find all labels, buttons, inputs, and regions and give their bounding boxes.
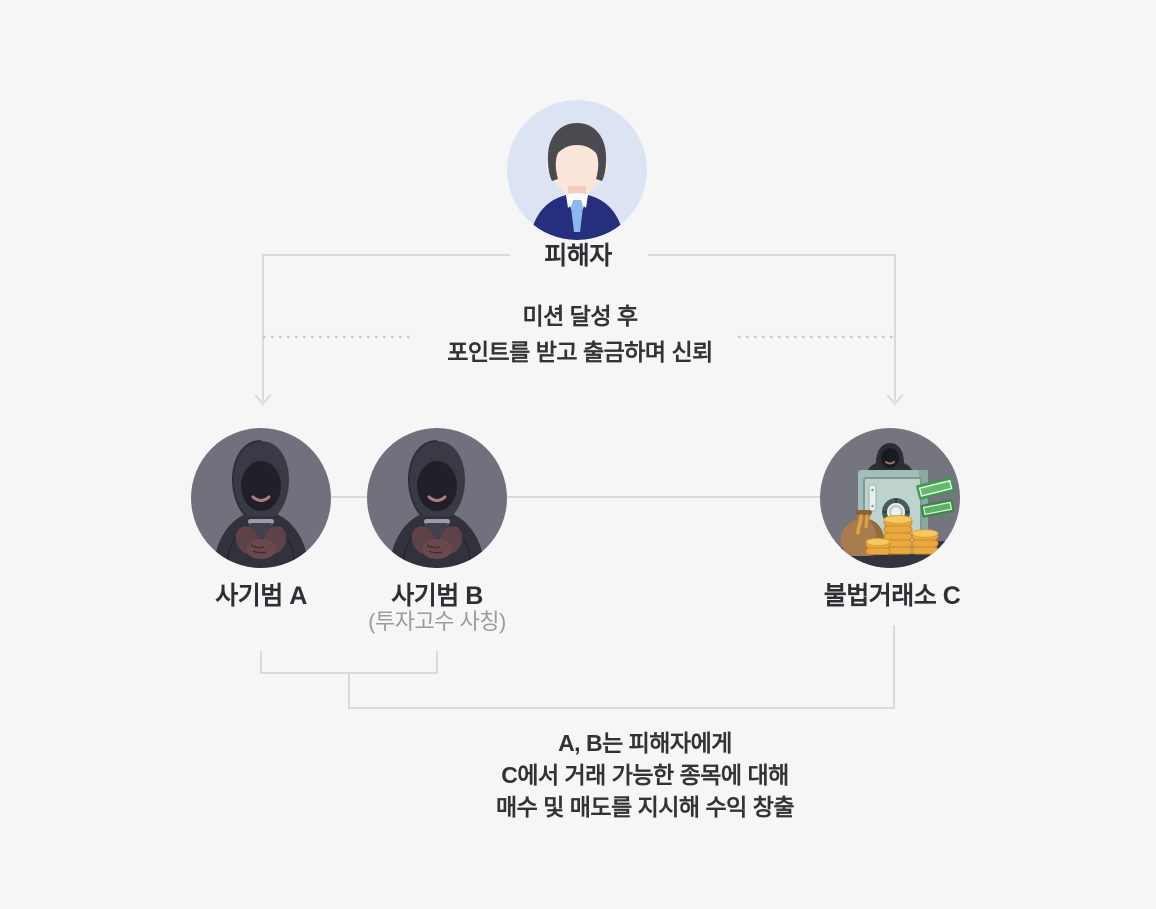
instruction-note-line2: C에서 거래 가능한 종목에 대해 [501, 762, 789, 788]
safe-hinge [868, 484, 877, 512]
scammer-b-node [367, 428, 507, 568]
shadowed-face [417, 461, 457, 511]
face [551, 136, 603, 196]
hair [547, 123, 607, 181]
connector-victim-to-scammer-a [262, 254, 510, 401]
hooded-scammer-avatar-icon [367, 428, 507, 568]
banknotes-icon [916, 476, 956, 518]
instruction-note-line3: 매수 및 매도를 지시해 수익 창출 [495, 794, 795, 820]
trust-note: 미션 달성 후 포인트를 받고 출금하며 신뢰 [447, 298, 713, 370]
coin-stacks-icon [865, 515, 939, 555]
hands [422, 539, 452, 559]
scammer-a-node [191, 428, 331, 568]
smile [427, 495, 447, 502]
trust-note-line1: 미션 달성 후 [522, 303, 638, 329]
scammer-b-label: 사기범 B [391, 582, 483, 610]
exchange-c-node [820, 428, 960, 568]
trust-note-line2: 포인트를 받고 출금하며 신뢰 [447, 339, 713, 365]
tie [571, 200, 583, 232]
scammer-a-label: 사기범 A [215, 582, 307, 610]
safe-with-cash-avatar-icon [820, 428, 960, 568]
arrow-down-icon [886, 394, 904, 406]
smile [251, 495, 271, 502]
instruction-note-line1: A, B는 피해자에게 [558, 730, 732, 756]
hands [246, 539, 276, 559]
bracket-under-scammers [260, 651, 438, 674]
suit [530, 195, 624, 240]
businessman-avatar-icon [507, 100, 647, 240]
hooded-scammer-avatar-icon [191, 428, 331, 568]
connector-victim-to-exchange-c [648, 254, 896, 401]
connector-scammers-to-exchange-bottom [348, 625, 895, 709]
shadowed-face [241, 461, 281, 511]
victim-label: 피해자 [544, 242, 612, 270]
instruction-note: A, B는 피해자에게 C에서 거래 가능한 종목에 대해 매수 및 매도를 지… [495, 727, 795, 823]
victim-node [507, 100, 647, 240]
exchange-c-label: 불법거래소 C [823, 582, 961, 610]
arrow-down-icon [254, 394, 272, 406]
scammer-b-sublabel: (투자고수 사칭) [368, 609, 506, 634]
